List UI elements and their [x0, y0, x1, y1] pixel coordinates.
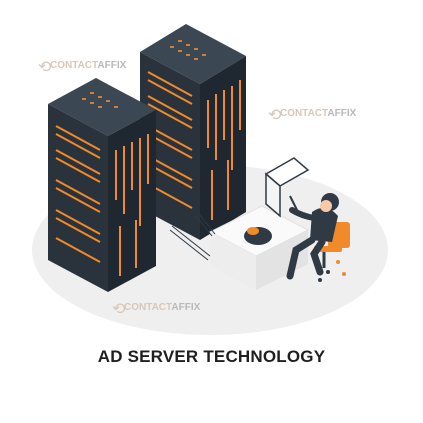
svg-text:CONTACTAFFIX: CONTACTAFFIX [124, 302, 201, 313]
watermark-icon: ⟲ [112, 301, 126, 318]
watermark-icon: ⟲ [38, 59, 52, 76]
watermark-top: ⟲ CONTACTAFFIX [38, 59, 127, 76]
watermark-text-b: AFFIX [97, 60, 126, 71]
watermark-text-b: AFFIX [171, 302, 200, 313]
monitor [264, 157, 310, 218]
watermark-bottom: ⟲ CONTACTAFFIX [112, 301, 201, 318]
watermark-text-a: CONTACT [280, 108, 328, 119]
desk-device [244, 227, 272, 245]
ad-server-illustration: ⟲ CONTACTAFFIX ⟲ CONTACTAFFIX ⟲ CONTACTA… [32, 24, 388, 335]
person-at-desk [286, 193, 350, 282]
server-rack-front [48, 78, 156, 292]
watermark-icon: ⟲ [268, 107, 282, 124]
svg-text:CONTACTAFFIX: CONTACTAFFIX [280, 108, 357, 119]
watermark-right: ⟲ CONTACTAFFIX [268, 107, 357, 124]
watermark-text-a: CONTACT [124, 302, 172, 313]
watermark-text-b: AFFIX [327, 108, 356, 119]
caption-title: AD SERVER TECHNOLOGY [97, 347, 326, 366]
watermark-text-a: CONTACT [50, 60, 98, 71]
server-rack-back [140, 24, 246, 240]
svg-text:CONTACTAFFIX: CONTACTAFFIX [50, 60, 127, 71]
